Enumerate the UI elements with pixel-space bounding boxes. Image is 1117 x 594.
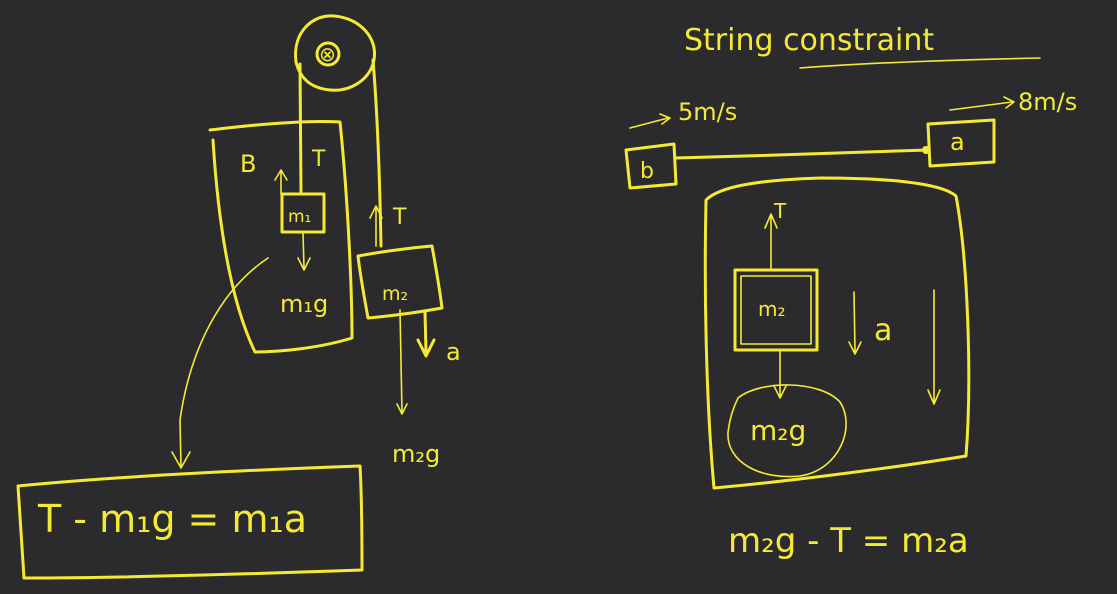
block-m2-right-inner (740, 275, 812, 345)
block-m2-right (733, 268, 819, 352)
title-string-constraint: String constraint (684, 23, 934, 58)
pulley-mark: ⊗ (319, 42, 336, 66)
m2-weight-arrow (396, 309, 408, 415)
pulley-axle (315, 41, 341, 67)
pointer-curve (171, 257, 269, 469)
block-a-text: a (950, 128, 965, 156)
title-underline (799, 57, 1041, 69)
rope-right (371, 58, 383, 248)
a-velocity-arrow (949, 96, 1015, 111)
weight-label: m₂g (750, 414, 806, 447)
weight-arrow (773, 349, 787, 399)
m2-accel-arrow (416, 310, 436, 358)
block-m2-label: m₂ (382, 283, 408, 305)
m2-weight-label: m₂g (392, 440, 440, 468)
block-m2-right-label: m₂ (758, 297, 786, 321)
pulley-diagram: ⊗ B T m₁ m₁g T m₂ a m₂g T - m₁g = m₁a (16, 14, 461, 580)
block-a (926, 118, 996, 168)
m1-up-arrow (274, 169, 288, 195)
highlight-box-left (208, 119, 354, 354)
accel-label: a (874, 313, 892, 348)
m1-up-label: T (311, 147, 326, 172)
rope-left (298, 62, 303, 194)
block-b-label: B (240, 150, 256, 178)
string-constraint-diagram: String constraint 5m/s 8m/s b a T m₂ a m… (624, 23, 1077, 561)
equation-box-left (16, 464, 364, 580)
block-b-text: b (640, 159, 654, 184)
m2-up-arrow (369, 205, 383, 247)
equation-left: T - m₁g = m₁a (37, 497, 307, 541)
b-velocity-arrow (629, 113, 671, 129)
equation-right: m₂g - T = m₂a (728, 521, 969, 561)
block-m1-label: m₁ (288, 207, 311, 227)
highlight-box-right (703, 176, 971, 490)
a-velocity-label: 8m/s (1018, 88, 1077, 116)
accel-arrow-small (848, 291, 862, 355)
block-m2 (356, 244, 444, 320)
tension-label: T (773, 199, 787, 223)
tension-arrow (764, 213, 778, 271)
weight-circle (727, 384, 847, 478)
m2-up-label: T (392, 205, 407, 230)
b-velocity-label: 5m/s (678, 98, 737, 126)
m1-weight-arrow (297, 231, 311, 271)
accel-arrow-long (927, 289, 941, 405)
connecting-string (674, 148, 930, 160)
block-b (624, 142, 678, 190)
m1-weight-label: m₁g (280, 290, 328, 318)
m2-accel-label: a (446, 338, 461, 366)
